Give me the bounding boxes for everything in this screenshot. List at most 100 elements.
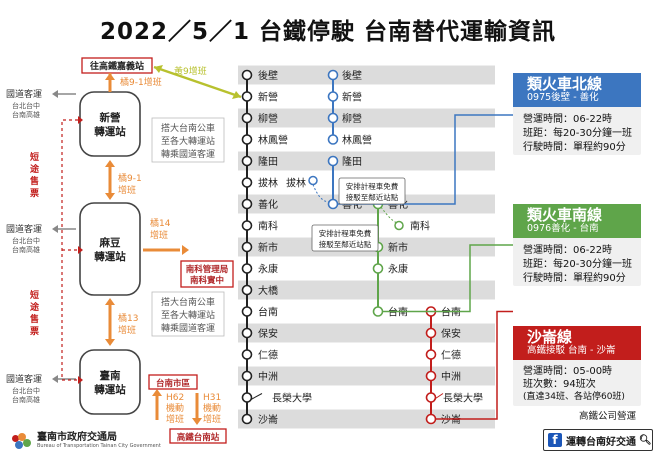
north-line-interval: 班距：每20-30分鐘一班 [523,128,633,140]
h62-label-1: H62 [166,393,184,403]
national-bus-line: 台北台中 [12,101,40,110]
facebook-icon: f [548,433,562,447]
main-branch-connector [250,393,263,400]
short-ticket-label-1-1: 途 [30,163,40,175]
short-ticket-arrow-3 [78,376,83,384]
shalun-panel-connector [435,310,513,420]
station-row-band [238,151,495,171]
green-station-label: 南科 [410,220,430,233]
south-line-interval: 班距：每20-30分鐘一班 [523,259,633,271]
taxi-note-bafin-line: 安排計程車免費 [346,181,399,191]
page-title: 2022／5／1 台鐵停駛 台南替代運輸資訊 [99,19,557,45]
shalun-line-panel: 沙崙線 高鐵接駁 台南 - 沙崙 營運時間：05-00時 班次數：94班次 (直… [513,326,641,406]
h31-label-2: 機動 [203,402,221,414]
orange-connector-1-head-up [105,160,115,167]
blue-station-dot [327,134,339,145]
yellow-9-label: 黃9增班 [174,65,207,77]
red-station-dot [425,370,437,382]
green-taxi-dashed [380,206,397,223]
main-station-dot [241,69,253,81]
bus-note-2-line: 至各大轉運站 [161,309,215,321]
national-bus-arrow-head [52,90,58,98]
national-bus-arrow-head [52,225,58,233]
main-station-label: 仁德 [258,349,278,362]
transfer-hub-label: 新營 [100,111,121,124]
h31-head [192,418,202,425]
red-station-dot [425,327,437,339]
main-station-label: 中洲 [258,370,278,383]
orange-connector-2-head-down [105,339,115,346]
main-station-label: 南科 [258,220,278,233]
red-station-dot [425,349,437,360]
blue-station-dot [327,91,339,102]
main-station-label: 新市 [258,241,278,254]
taxi-note-nanke-line: 接駁至鄰近站點 [319,239,372,249]
main-station-dot [241,284,253,296]
main-station-label: 沙崙 [258,414,278,426]
blue-station-label: 林鳳營 [342,134,372,147]
station-row-band [238,280,495,300]
bus-note-1-box [151,117,225,163]
red-station-label: 保安 [441,327,461,340]
short-ticket-arrow-1 [78,116,83,124]
bafin-taxi-label: 拔林 [286,177,306,190]
main-station-dot [241,134,253,145]
main-station-dot [241,198,253,210]
main-station-label: 永康 [258,263,278,276]
blue-station-dot [327,198,339,210]
short-ticket-label-1-0: 短 [30,151,39,163]
main-station-label: 台南 [258,306,278,319]
national-bus-line: 台北台中 [12,236,40,245]
short-ticket-arrow-2 [78,246,83,254]
main-station-label: 新營 [258,91,278,104]
main-station-dot [241,112,253,124]
blue-station-dot [327,69,339,81]
shalun-line-header: 沙崙線 高鐵接駁 台南 - 沙崙 [513,326,641,361]
transfer-hub-label: 臺南 [100,369,121,382]
taxi-note-nanke-box [311,224,379,252]
green-station-label: 永康 [388,263,408,276]
orange-13-label-2: 增班 [118,324,136,336]
bus-note-2-box [151,291,225,337]
main-station-label: 後壁 [258,69,278,82]
national-bus-title: 國道客運 [6,373,42,385]
operator-credit: 高鐵公司營運 [578,411,636,422]
shalun-line-sub: 高鐵接駁 台南 - 沙崙 [527,345,616,357]
main-station-dot [241,220,253,231]
main-station-label: 隆田 [258,155,278,168]
transfer-hub-label: 轉運站 [94,383,126,396]
north-line-name: 類火車北線 [527,75,603,93]
bus-note-2-line: 轉乘國道客運 [161,322,215,334]
shalun-line-hours: 營運時間：05-00時 [523,366,613,378]
orange-connector-2-head-up [105,298,115,305]
main-station-dot [241,177,253,188]
short-ticket-label-2-0: 短 [30,289,39,301]
hsr-chiayi-label: 往高鐵嘉義站 [90,60,144,72]
main-station-label: 長榮大學 [272,392,312,405]
south-line-header: 類火車南線 0976善化 - 台南 [513,204,641,239]
bus-note-2-line: 搭大台南公車 [161,296,215,308]
blue-station-dot [327,112,339,124]
red-station-label: 中洲 [441,370,461,383]
taxi-note-bafin-box [338,177,406,205]
south-line-body: 營運時間：06-22時 班距：每20-30分鐘一班 行駛時間：單程約90分 [513,238,641,290]
facebook-page-link[interactable]: f 運轉台南好交通 🔍︎ [543,429,653,451]
short-ticket-label-1-2: 售 [29,175,39,187]
orange-9-1-label-2: 增班 [118,184,136,196]
north-line-header: 類火車北線 0975後壁 - 善化 [513,73,641,108]
national-bus-line: 台南高雄 [12,395,40,404]
green-station-dot [372,306,384,317]
main-station-dot [241,392,253,403]
shalun-line-count: 班次數：94班次 [523,379,596,391]
station-row-band [238,108,495,128]
south-line-name: 類火車南線 [527,206,603,224]
yellow-9-line [153,65,242,99]
facebook-page-label: 運轉台南好交通 [566,436,636,448]
tainan-city-box [148,374,198,390]
blue-station-dot [327,155,339,167]
national-bus-line: 台北台中 [12,386,40,395]
h62-head [152,389,162,396]
orange-9-1-top-label: 橘9-1增班 [120,76,162,88]
